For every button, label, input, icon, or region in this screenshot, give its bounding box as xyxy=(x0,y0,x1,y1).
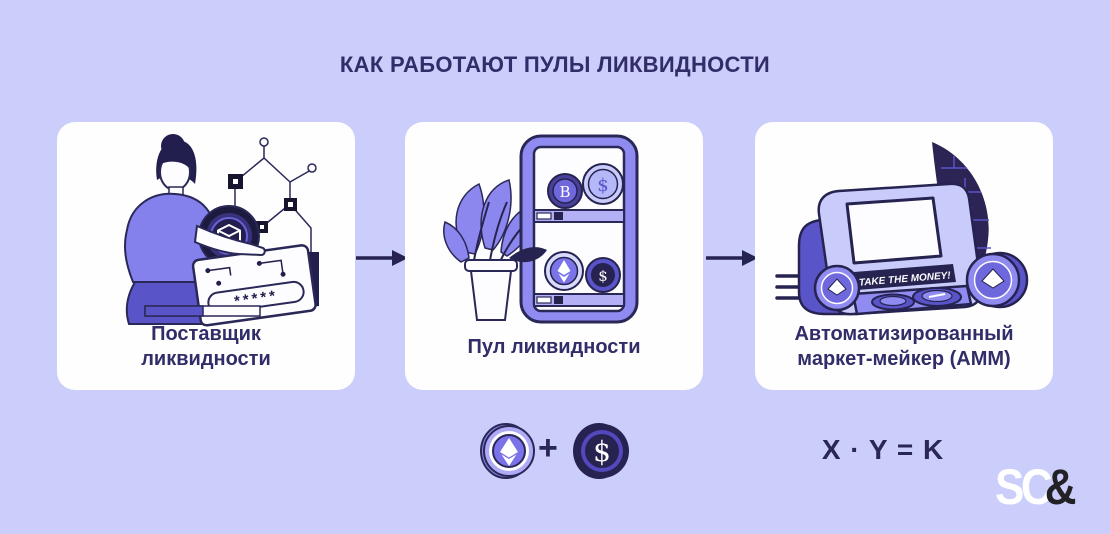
atm-machine: TAKE THE MONEY! xyxy=(797,182,983,316)
amm-illustration: TAKE THE MONEY! xyxy=(775,142,1029,316)
svg-text:$: $ xyxy=(593,435,611,468)
card-liquidity-provider: ***** Поставщик ликвидности xyxy=(57,122,355,390)
progress-bar xyxy=(144,305,261,317)
atm-sign: TAKE THE MONEY! xyxy=(854,264,956,290)
liquidity-pool-fridge xyxy=(519,134,639,324)
flat-coin-icon xyxy=(912,287,962,307)
card-label-liquidity-pool: Пул ликвидности xyxy=(467,335,641,358)
password-mask-text: ***** xyxy=(233,287,279,310)
card-label-liquidity-provider: Поставщик ликвидности xyxy=(141,323,271,370)
page-title: КАК РАБОТАЮТ ПУЛЫ ЛИКВИДНОСТИ xyxy=(339,52,771,77)
standing-coin-icon xyxy=(813,264,861,312)
card-label-amm: Автоматизированный маркет-мейкер (АММ) xyxy=(794,323,1014,370)
svg-text:$: $ xyxy=(597,175,608,196)
amm-formula: X · Y = K xyxy=(821,434,945,465)
coin-ethereum-icon xyxy=(544,251,584,291)
ethereum-coin-icon xyxy=(480,423,535,479)
atm-screen xyxy=(845,196,943,265)
svg-text:$: $ xyxy=(598,267,608,285)
card-amm: TAKE THE MONEY! xyxy=(755,122,1053,390)
arrow-right-icon xyxy=(706,250,758,266)
standing-coin-icon xyxy=(965,251,1029,309)
sc-logo: SC& xyxy=(995,459,1077,515)
coin-dollar-dark-icon: $ xyxy=(585,257,621,293)
card-liquidity-pool: B $ $ Пул ликвидности xyxy=(405,122,703,390)
liquidity-provider-illustration: ***** xyxy=(124,134,319,327)
dark-leaf xyxy=(509,247,547,263)
arrow-right-icon xyxy=(356,250,408,266)
dollar-coin-icon: $ xyxy=(573,423,629,479)
liquidity-pool-illustration: B $ $ xyxy=(443,134,639,324)
svg-text:B: B xyxy=(559,183,570,201)
plus-sign: + xyxy=(538,429,558,467)
logo-sc-text: SC xyxy=(995,459,1053,515)
fridge-shelves xyxy=(533,209,625,307)
hand-illustration xyxy=(193,224,266,257)
coin-dollar-light-icon: $ xyxy=(582,163,624,205)
coin-bitcoin-icon: B xyxy=(547,173,583,209)
logo-ampersand: & xyxy=(1044,459,1077,515)
flat-coin-icon xyxy=(871,293,915,311)
